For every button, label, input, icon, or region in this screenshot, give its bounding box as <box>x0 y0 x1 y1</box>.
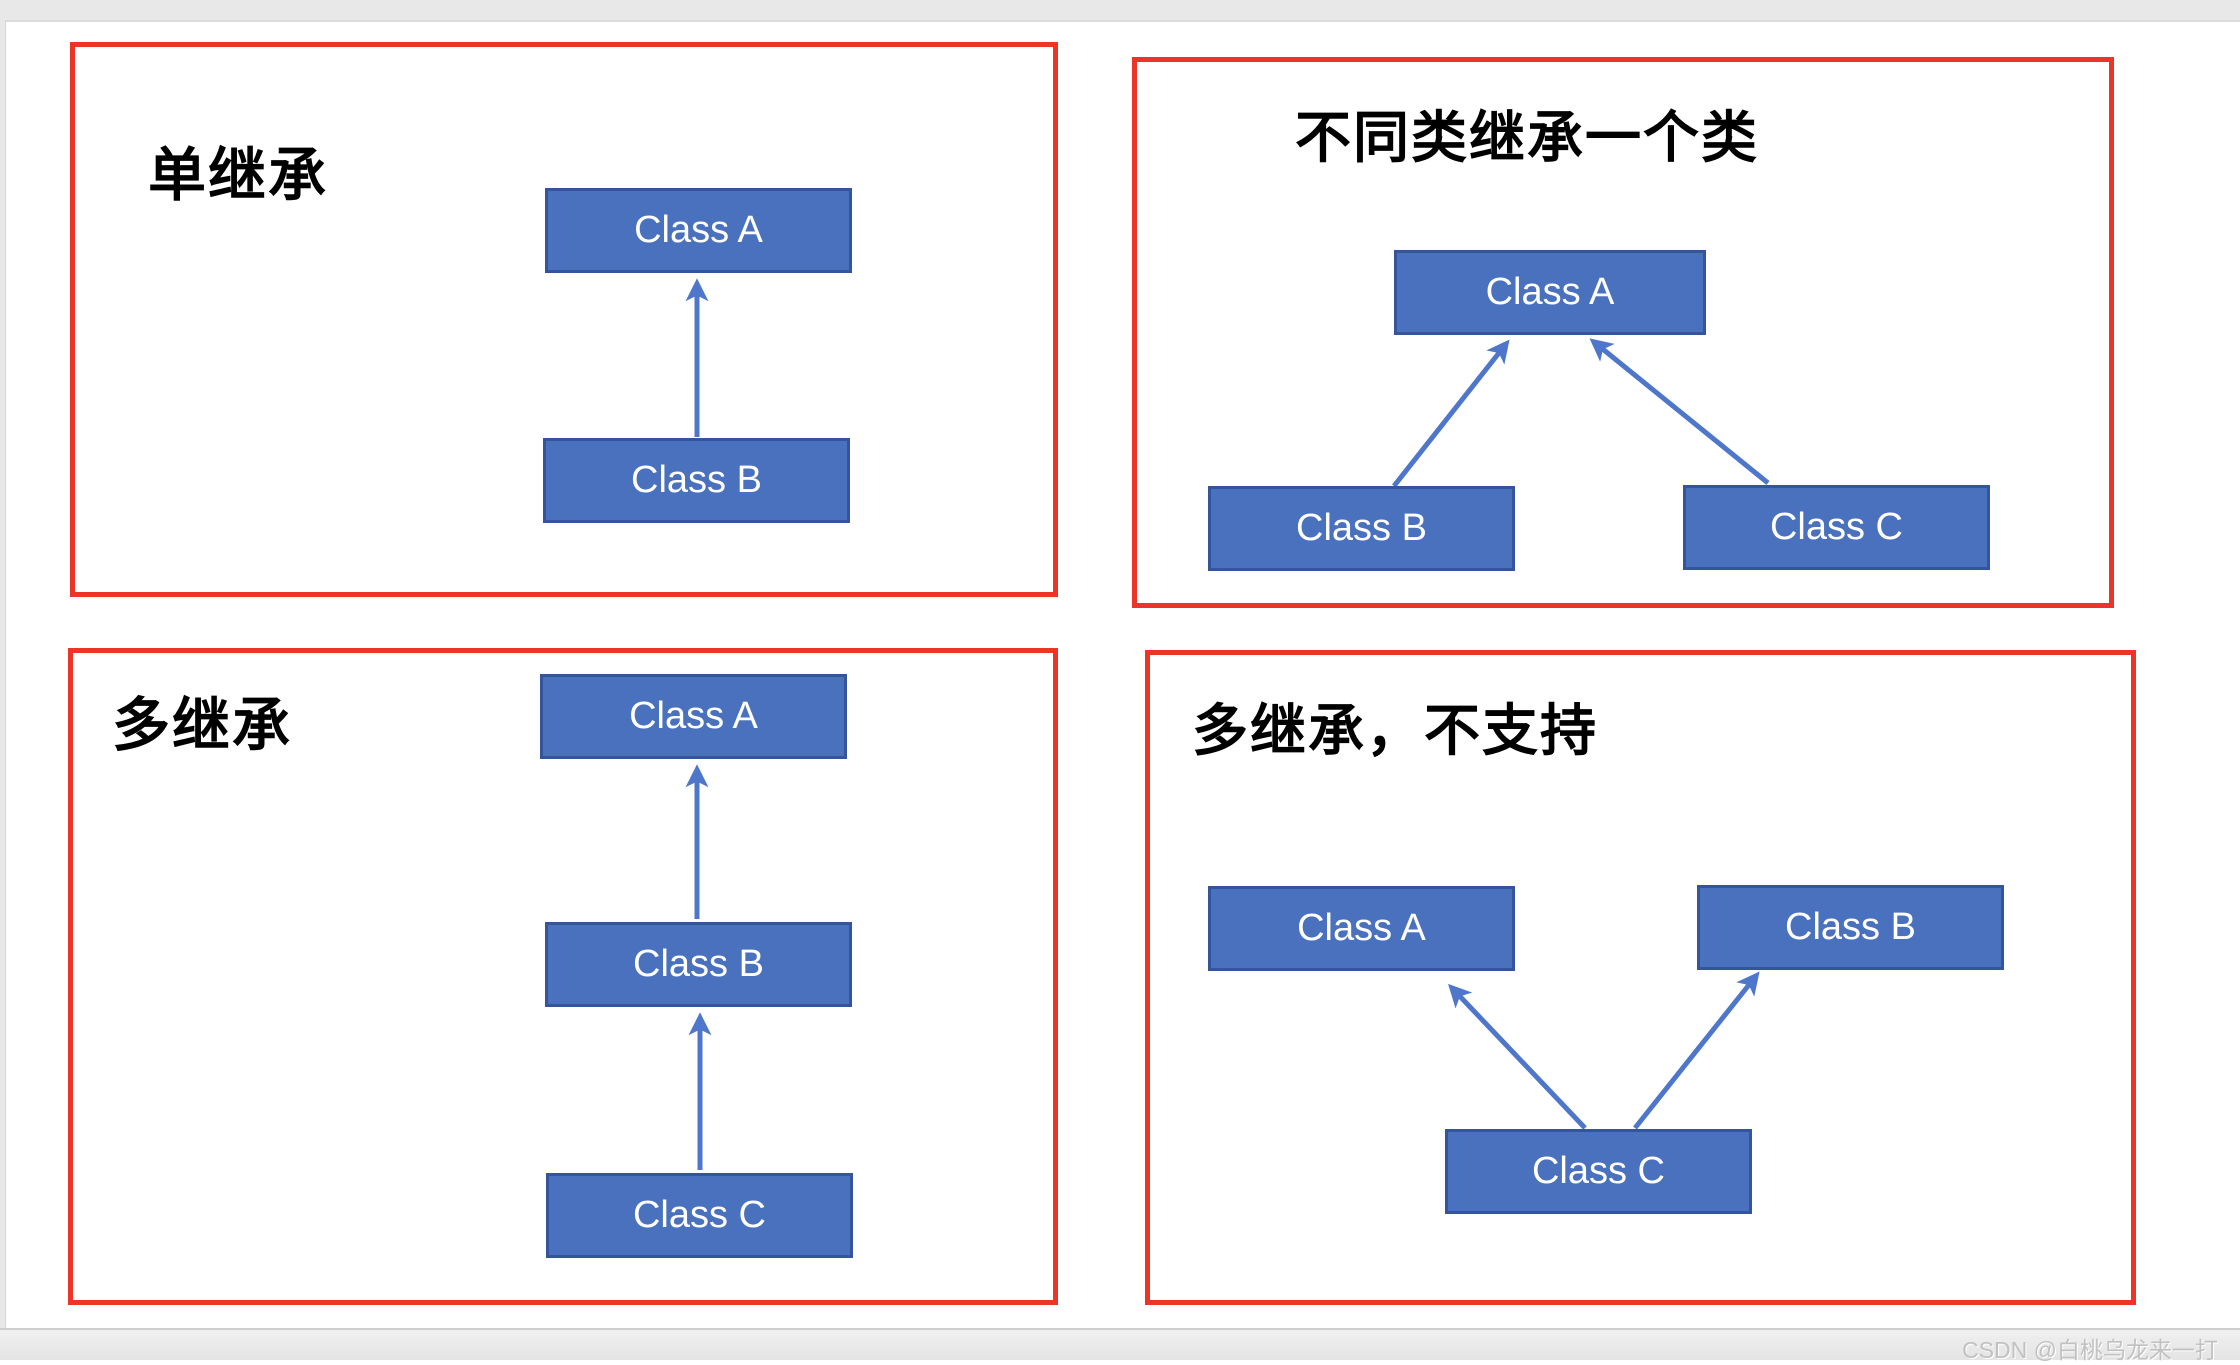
class-node: Class C <box>546 1173 853 1258</box>
bottom-gray-strip <box>0 1328 2240 1360</box>
panel-title-not-supported: 多继承，不支持 <box>1192 699 1598 762</box>
csdn-watermark: CSDN @白桃乌龙来一打 <box>1962 1337 2218 1363</box>
class-node: Class B <box>1697 885 2004 970</box>
class-node: Class A <box>1208 886 1515 971</box>
class-node: Class A <box>540 674 847 759</box>
class-node: Class A <box>545 188 852 273</box>
left-gray-strip <box>0 20 6 1330</box>
class-node: Class B <box>545 922 852 1007</box>
class-node: Class B <box>1208 486 1515 571</box>
class-node: Class C <box>1445 1129 1752 1214</box>
panel-title-multi-level: 多继承 <box>112 693 293 758</box>
class-node: Class A <box>1394 250 1706 335</box>
panel-different-classes-inherit-one-class <box>1132 57 2114 608</box>
class-node: Class B <box>543 438 850 523</box>
top-gray-strip <box>0 0 2240 22</box>
panel-title-different-classes: 不同类继承一个类 <box>1295 106 1759 169</box>
class-node: Class C <box>1683 485 1990 570</box>
panel-single-inheritance <box>70 42 1058 597</box>
panel-multiple-inheritance-not-supported <box>1145 650 2136 1305</box>
panel-title-single-inheritance: 单继承 <box>148 143 329 208</box>
panel-multi-level-inheritance <box>68 648 1058 1305</box>
